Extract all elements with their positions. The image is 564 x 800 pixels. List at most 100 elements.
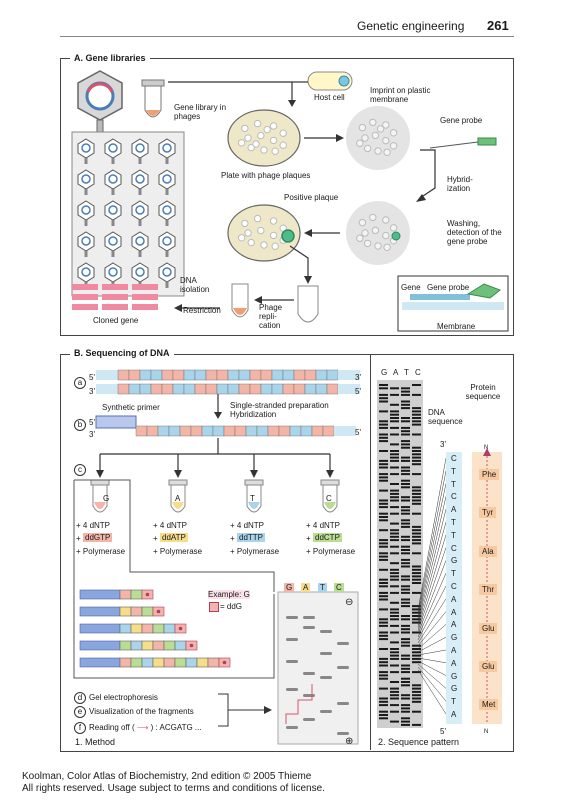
connector-line [418, 521, 447, 626]
sequence-band [379, 710, 388, 713]
sequence-band [379, 440, 388, 443]
dna-3prime: 3' [440, 440, 446, 449]
dna-base: T [451, 569, 456, 579]
sequence-band [390, 575, 399, 578]
gel-band [303, 672, 315, 675]
sequence-band [379, 661, 388, 664]
dna-base: G [451, 633, 458, 643]
sequence-band [390, 539, 399, 542]
sequence-band [379, 384, 388, 386]
nucleotide-block [201, 425, 214, 437]
dna-base: A [451, 646, 457, 655]
sequence-band [401, 671, 410, 674]
strand-end [338, 370, 360, 380]
nucleotide-block [256, 425, 269, 437]
sequence-band [390, 681, 399, 683]
nucleotide-block [135, 425, 148, 437]
strand-end [338, 384, 360, 394]
sequence-band [379, 542, 388, 545]
plaque-dot [369, 213, 377, 222]
sequence-band [401, 717, 410, 720]
sequence-band [390, 618, 399, 621]
sequence-band [401, 707, 410, 710]
plaque-dot [389, 224, 398, 232]
sequence-band [379, 674, 388, 677]
plaque-dot [271, 147, 279, 155]
label-a-5prime-r: 5' [355, 387, 361, 396]
sequence-band [390, 473, 399, 476]
gel-label-g: G [284, 583, 295, 592]
chapter-title: Genetic engineering [357, 19, 465, 33]
sequence-band [401, 591, 410, 594]
sequence-band [412, 582, 421, 584]
sequence-band [379, 519, 388, 522]
sequence-band [412, 618, 421, 621]
dna-column [446, 452, 462, 724]
ddgtp: ddGTP [83, 533, 113, 542]
phage-tail-icon [138, 251, 142, 257]
sequence-band [379, 618, 388, 621]
nucleotide-block [234, 425, 247, 437]
dna-base: A [451, 710, 457, 719]
sequence-band [390, 532, 399, 535]
nucleotide-block [322, 425, 335, 437]
nucleotide-block [238, 369, 251, 381]
sequence-band [412, 489, 421, 492]
sequence-band [401, 578, 410, 581]
gel-band [337, 732, 349, 735]
plaque-dot [356, 139, 364, 147]
sequence-band [390, 393, 399, 396]
panel-b-title: B. Sequencing of DNA [70, 348, 174, 358]
sequence-band [390, 657, 399, 660]
nucleotide-block [293, 383, 306, 395]
phage-tail-icon [138, 220, 142, 226]
dna-fragment-bar [72, 284, 98, 290]
dna-base: A [451, 607, 457, 617]
tube-cap-icon [244, 479, 264, 486]
nucleotide-block [304, 383, 317, 395]
fragment-block [130, 657, 143, 668]
polymerase-a: + Polymerase [153, 547, 203, 556]
protein-n-top: N [484, 445, 489, 451]
dna-base: A [451, 594, 457, 604]
sequence-band [390, 648, 399, 650]
sequence-band [401, 387, 410, 390]
sequence-band [390, 529, 399, 532]
gel-band [320, 652, 332, 655]
sequence-band [401, 667, 410, 670]
sequence-band [390, 687, 399, 690]
sequence-band [401, 403, 410, 406]
sequence-band [379, 634, 388, 637]
sequence-band [401, 710, 410, 713]
sequence-band [401, 664, 410, 667]
sequence-band [401, 618, 410, 621]
sequence-band [412, 456, 421, 459]
sequence-band [379, 529, 388, 532]
sequence-band [379, 558, 388, 561]
amino-acid: Tyr [479, 507, 497, 519]
dna-base: T [451, 466, 456, 476]
plaque-dot [382, 216, 390, 224]
nucleotide-block [183, 383, 196, 395]
gel-band [303, 718, 315, 721]
label-host-cell: Host cell [314, 93, 345, 102]
plaque-dot [358, 218, 367, 227]
sequence-band [390, 387, 399, 390]
sequence-band [379, 473, 388, 476]
ddttp: ddTTP [237, 533, 266, 542]
ddg-dot [156, 609, 161, 614]
phage-tail-icon [165, 158, 169, 164]
tube-cap-icon [168, 479, 188, 486]
amino-acid: Glu [479, 661, 498, 672]
gel-band [320, 676, 332, 679]
nucleotide-block [326, 383, 339, 395]
label-example: Example: G [208, 590, 250, 599]
label-gene-probe-top: Gene probe [440, 116, 483, 125]
sequence-band [379, 426, 388, 429]
method-divider [370, 354, 371, 750]
phage-tail-icon [111, 220, 115, 226]
fragment-block [152, 623, 165, 634]
sequence-band [401, 552, 410, 555]
dna-base: T [451, 530, 456, 540]
sequence-band [412, 446, 421, 449]
